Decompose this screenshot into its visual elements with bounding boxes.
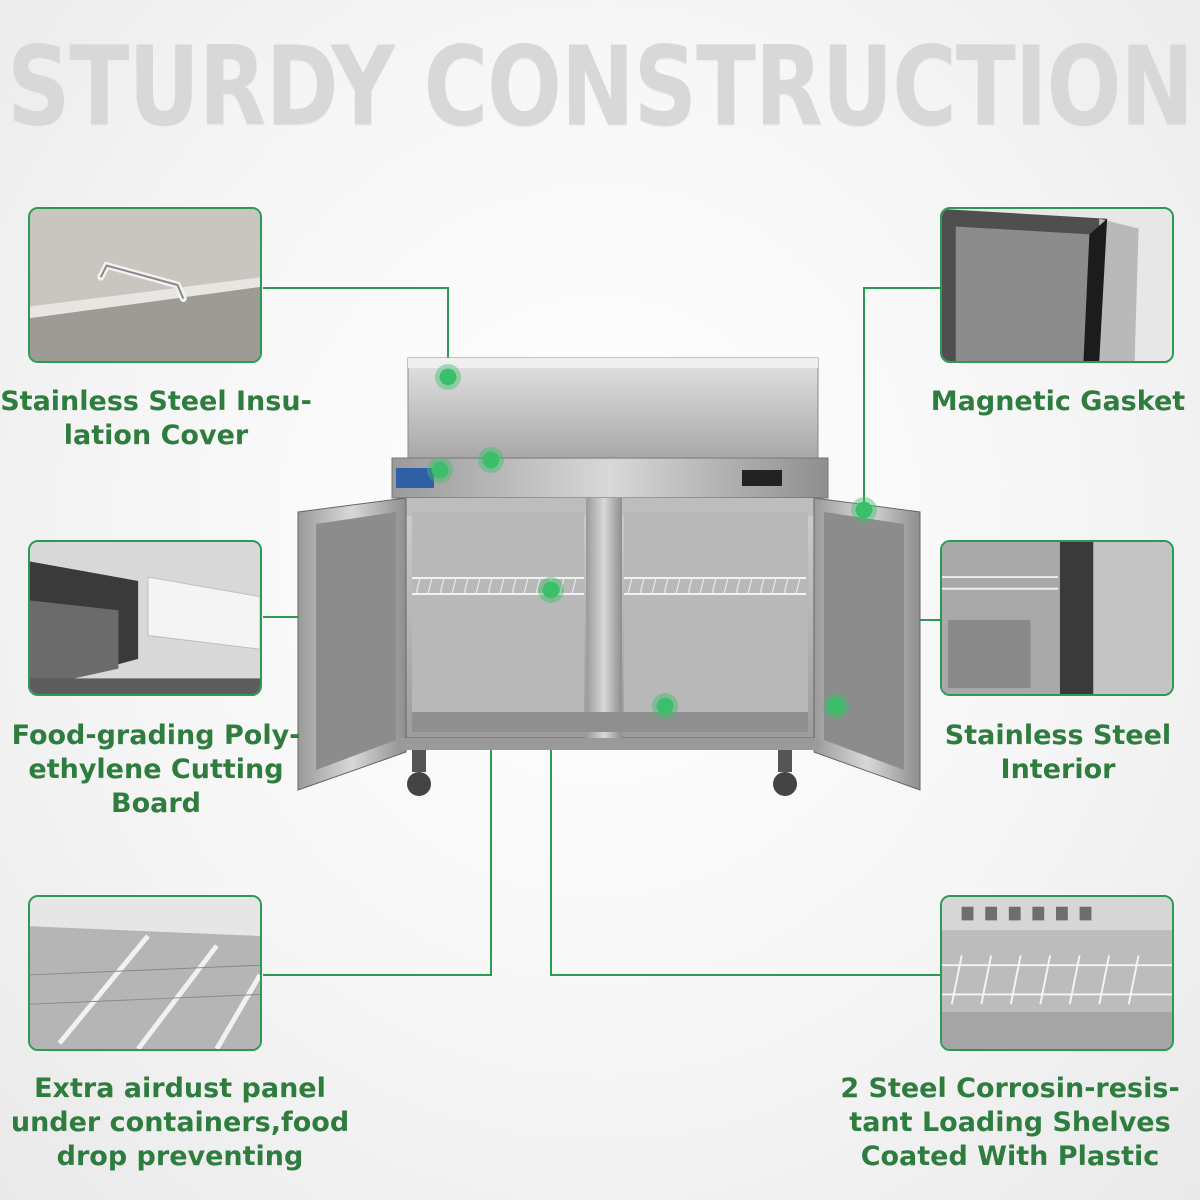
feature-label-shelves: 2 Steel Corrosin-resis- tant Loading She… (840, 1073, 1180, 1172)
marker-shelves (538, 577, 564, 603)
cutting-board-photo (28, 540, 262, 696)
feature-label-interior: Stainless Steel Interior (944, 720, 1172, 785)
page-title: STURDY CONSTRUCTION (6, 22, 1194, 151)
marker-cutting-board (427, 457, 453, 483)
wire-shelf-photo (940, 895, 1174, 1051)
marker-magnetic-gasket (851, 497, 877, 523)
feature-label-insulation-cover: Stainless Steel Insu- lation Cover (0, 386, 312, 451)
feature-label-magnetic-gasket: Magnetic Gasket (930, 386, 1186, 417)
insulation-cover-photo (28, 207, 262, 363)
interior-photo (940, 540, 1174, 696)
feature-label-air-panel: Extra airdust panel under containers,foo… (10, 1073, 350, 1172)
marker-air-panel (478, 447, 504, 473)
door-gasket-photo (940, 207, 1174, 363)
container-pans-photo (28, 895, 262, 1051)
marker-interior-left (652, 693, 678, 719)
marker-interior-right (823, 693, 849, 719)
feature-label-cutting-board: Food-grading Poly- ethylene Cutting Boar… (11, 720, 301, 819)
marker-insulation-cover (435, 364, 461, 390)
